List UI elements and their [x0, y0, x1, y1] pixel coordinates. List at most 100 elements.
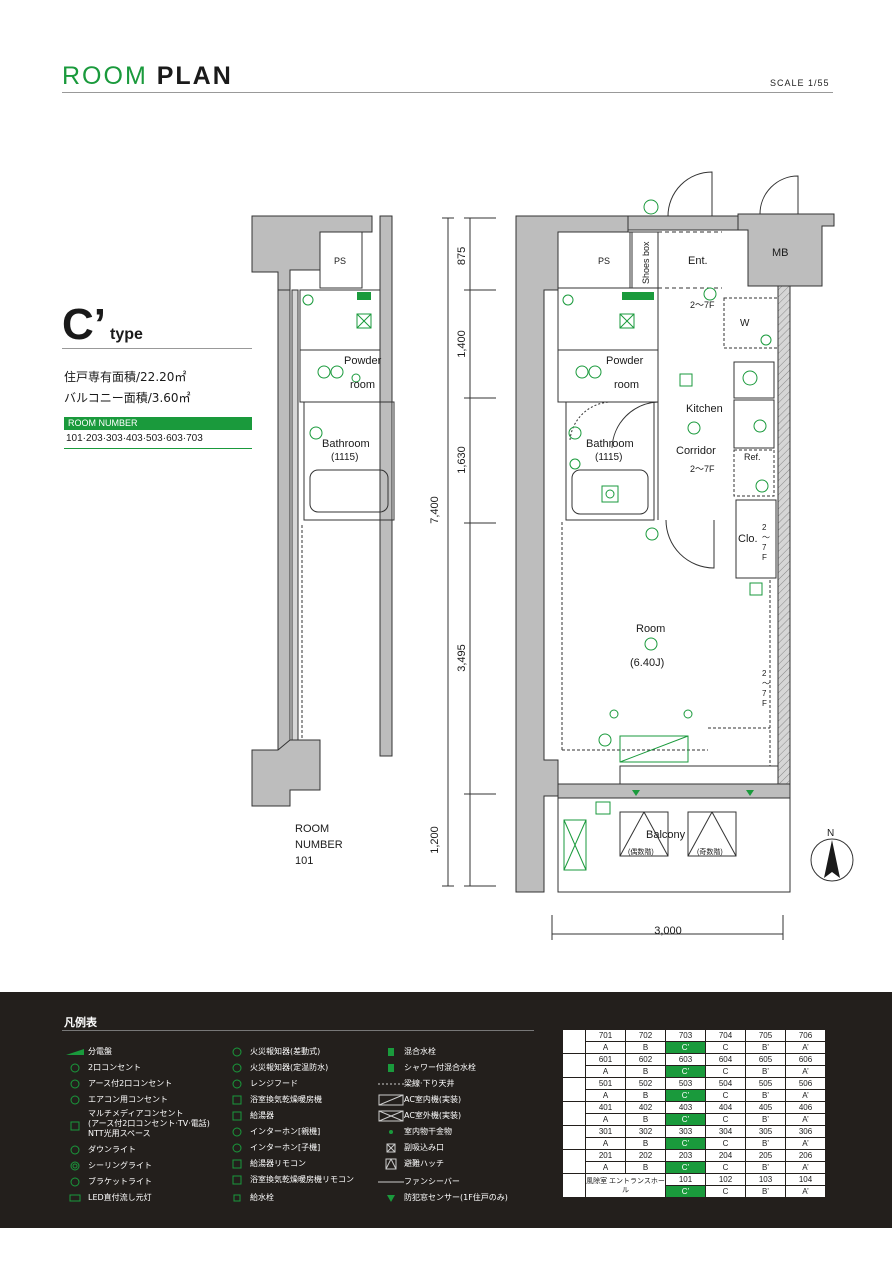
- legend-item: AC室内機(実装): [378, 1093, 461, 1107]
- room-cell: 202: [625, 1149, 666, 1162]
- dim-1630: 1,630: [456, 446, 468, 474]
- type-cell: B: [625, 1113, 666, 1126]
- floor-label: 7F: [562, 1029, 586, 1054]
- legend-item: 室内物干金物: [378, 1125, 452, 1139]
- legend-item: 防犯窓センサー(1F住戸のみ): [378, 1191, 508, 1205]
- legend-item: ダウンライト: [62, 1143, 136, 1157]
- type-cell: A’: [785, 1089, 826, 1102]
- room-cell: 403: [665, 1101, 706, 1114]
- type-suffix: type: [110, 326, 143, 343]
- bathroom-label: Bathroom: [586, 438, 634, 450]
- type-cell: C: [705, 1041, 746, 1054]
- downlight-icon: [62, 1145, 88, 1155]
- kitchen-label: Kitchen: [686, 403, 723, 415]
- odd-floor-label: (奇数階): [697, 847, 723, 856]
- type-cell: B’: [745, 1089, 786, 1102]
- legend-title: 凡例表: [64, 1016, 97, 1029]
- floor-label: 3F: [562, 1125, 586, 1150]
- ceiling-label-1: 2～7F: [690, 300, 715, 310]
- key-bathroom-label: Bathroom: [322, 438, 370, 450]
- room-cell: 203: [665, 1149, 706, 1162]
- type-letter: C’: [62, 300, 106, 349]
- type-cell-current: C’: [665, 1161, 706, 1174]
- corridor-label: Corridor: [676, 445, 716, 457]
- room-cell: 602: [625, 1053, 666, 1066]
- room-cell: 504: [705, 1077, 746, 1090]
- legend-item: インターホン[子機]: [224, 1141, 320, 1155]
- legend-item: 火災報知器(定温防水): [224, 1061, 328, 1075]
- room-floor-4: F: [762, 699, 767, 708]
- type-cell: A: [585, 1137, 626, 1150]
- title-divider: [62, 92, 833, 93]
- legend-item: ファンシーバー: [378, 1175, 460, 1189]
- powder-room-label: Powder: [606, 355, 644, 367]
- room-cell: 201: [585, 1149, 626, 1162]
- type-cell: C: [705, 1137, 746, 1150]
- key-powder-label-2: room: [350, 379, 375, 391]
- intercom-master-icon: [224, 1127, 250, 1137]
- drying-hanger-icon: [378, 1127, 404, 1137]
- floor-label: 1F: [562, 1173, 586, 1198]
- beam-line-icon: [378, 1082, 404, 1086]
- key-powder-label: Powder: [344, 355, 382, 367]
- floor-plan-drawing: PS Powder room Bathroom (1115) ROOM NUMB…: [251, 171, 854, 940]
- air-intake-icon: [378, 1143, 404, 1153]
- legend-divider: [62, 1030, 534, 1031]
- entrance-label: Ent.: [688, 255, 708, 267]
- clo-floor-3: 7: [762, 543, 767, 552]
- bracket-light-icon: [62, 1177, 88, 1187]
- room-cell: 205: [745, 1149, 786, 1162]
- type-cell: C: [705, 1161, 746, 1174]
- room-cell: 101: [665, 1173, 706, 1186]
- type-cell: C: [705, 1185, 746, 1198]
- type-cell-current: C’: [665, 1065, 706, 1078]
- dim-total: 7,400: [429, 496, 441, 524]
- room-cell: 705: [745, 1029, 786, 1042]
- type-cell: A: [585, 1065, 626, 1078]
- room-cell: 405: [745, 1101, 786, 1114]
- room-size-label: (6.40J): [630, 657, 664, 669]
- room-number-list: 101·203·303·403·503·603·703: [66, 433, 203, 444]
- heater-remote-icon: [224, 1159, 250, 1169]
- intercom-slave-icon: [224, 1143, 250, 1153]
- room-cell: 301: [585, 1125, 626, 1138]
- room-cell: 606: [785, 1053, 826, 1066]
- type-cell: B’: [745, 1113, 786, 1126]
- bath-size-label: (1115): [595, 452, 622, 463]
- powder-room-label-2: room: [614, 379, 639, 391]
- legend-item: AC室外機(実装): [378, 1109, 461, 1123]
- floor-label: 2F: [562, 1149, 586, 1174]
- room-cell: 502: [625, 1077, 666, 1090]
- room-cell: 506: [785, 1077, 826, 1090]
- room-cell: 102: [705, 1173, 746, 1186]
- balcony-label: Balcony: [646, 829, 686, 841]
- led-light-icon: [62, 1194, 88, 1202]
- legend-item: アース付2口コンセント: [62, 1077, 172, 1091]
- legend-item: 浴室換気乾燥暖房機: [224, 1093, 322, 1107]
- room-cell: 305: [745, 1125, 786, 1138]
- type-cell: A: [585, 1041, 626, 1054]
- ref-label: Ref.: [744, 452, 761, 462]
- clo-floor-2: ～: [762, 533, 770, 542]
- type-cell: A: [585, 1089, 626, 1102]
- key-plan: [251, 215, 395, 807]
- type-cell: A’: [785, 1137, 826, 1150]
- type-cell-current: C’: [665, 1089, 706, 1102]
- room-number-divider: [64, 448, 252, 449]
- legend-item: マルチメディアコンセント(アース付2口コンセント·TV·電話)NTT光用スペース: [62, 1109, 210, 1143]
- type-cell: A’: [785, 1065, 826, 1078]
- type-cell: B: [625, 1065, 666, 1078]
- room-cell: 104: [785, 1173, 826, 1186]
- room-label: Room: [636, 623, 665, 635]
- room-cell: 404: [705, 1101, 746, 1114]
- main-plan-rooms: [557, 171, 799, 893]
- type-cell-current: C’: [665, 1041, 706, 1054]
- floor-label: 4F: [562, 1101, 586, 1126]
- room-number-label: ROOM NUMBER: [64, 417, 252, 430]
- dim-width: 3,000: [654, 925, 682, 937]
- w-label: W: [740, 318, 750, 329]
- room-cell: 706: [785, 1029, 826, 1042]
- type-cell: B: [625, 1089, 666, 1102]
- type-cell: B’: [745, 1161, 786, 1174]
- legend-item: 給湯器リモコン: [224, 1157, 306, 1171]
